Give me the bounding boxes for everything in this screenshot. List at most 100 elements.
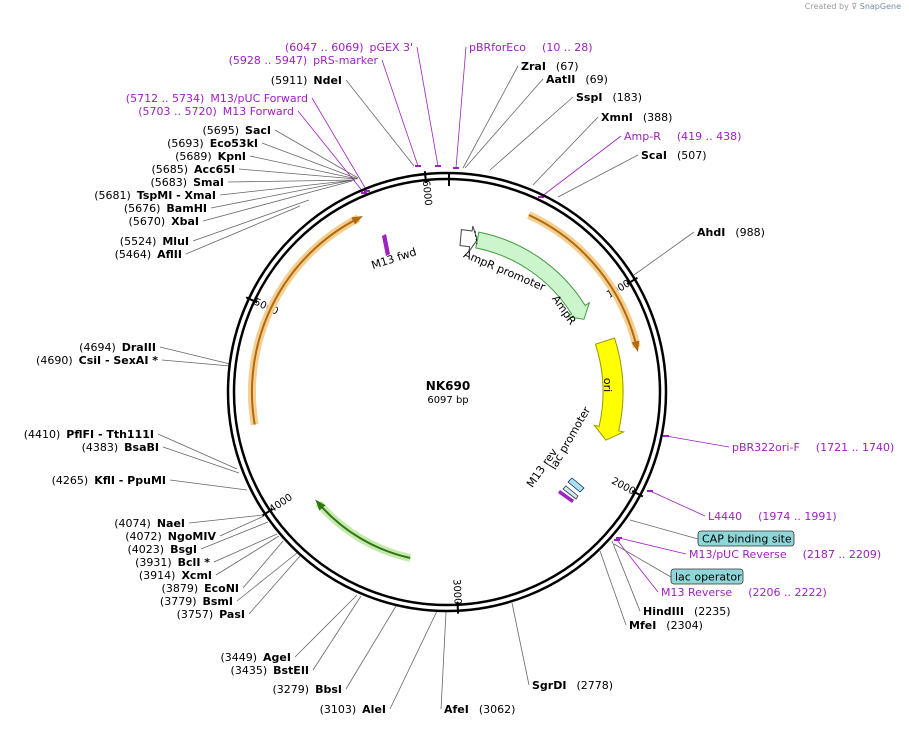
enzyme-leader <box>210 179 354 209</box>
enzyme-name: SacI <box>245 124 271 137</box>
enzyme-name: TspMI - XmaI <box>137 189 216 202</box>
enzyme-position: (388) <box>643 111 673 124</box>
enzyme-site: NdeI(5911) <box>271 74 342 87</box>
enzyme-site: SgrDI(2778) <box>532 679 613 692</box>
primer-name: M13 Reverse <box>661 586 732 599</box>
primer-range: (2206 .. 2222) <box>748 586 827 599</box>
primer-range: (419 .. 438) <box>677 130 742 143</box>
orf-left-halo <box>247 214 361 426</box>
enzyme-site: KpnI(5689) <box>175 150 246 163</box>
primer-name: pBRforEco <box>469 41 526 54</box>
enzyme-leader <box>242 540 284 589</box>
plasmid-name: NK690 <box>426 379 470 393</box>
enzyme-site: BclI *(3931) <box>135 556 210 569</box>
enzyme-name: BstEII <box>273 664 309 677</box>
primer-name: pBR322ori-F <box>732 441 800 454</box>
primer-site: M13/pUC Forward(5712 .. 5734) <box>126 92 308 105</box>
enzyme-leader <box>159 346 231 365</box>
m13-rev-glyph <box>558 490 574 503</box>
primer-name: M13 Forward <box>223 105 294 118</box>
tick-mark <box>631 490 644 498</box>
primer-name: M13/pUC Forward <box>210 92 308 105</box>
enzyme-leader <box>532 116 599 186</box>
lac-operator-glyph <box>567 477 585 493</box>
enzyme-name: DraIII <box>122 341 156 354</box>
enzyme-leader <box>249 155 358 180</box>
enzyme-site: BamHI(5676) <box>124 202 207 215</box>
enzyme-name: BsaBI <box>124 441 159 454</box>
enzyme-site: Eco53kI(5693) <box>167 137 258 150</box>
enzyme-name: HindIII <box>643 605 684 618</box>
enzyme-site: BbsI(3279) <box>273 683 342 696</box>
enzyme-site: SacI(5695) <box>202 124 271 137</box>
orf-bottom-arrowhead <box>315 499 326 511</box>
enzyme-site: HindIII(2235) <box>643 605 731 618</box>
enzyme-site: AflII(5464) <box>115 248 182 261</box>
enzyme-leader <box>227 179 356 183</box>
enzyme-site: PflFI - Tth111I(4410) <box>24 428 154 441</box>
tick-label: 4000 <box>267 492 294 515</box>
enzyme-position: (3779) <box>160 595 197 608</box>
primer-leader <box>416 46 439 167</box>
enzyme-position: (5670) <box>129 215 166 228</box>
enzyme-position: (4072) <box>125 530 162 543</box>
enzyme-leader <box>599 550 627 626</box>
primer-site: M13 Reverse (2206 .. 2222) <box>661 586 827 599</box>
label-box <box>670 568 744 585</box>
enzyme-name: Acc65I <box>194 163 235 176</box>
label-box <box>697 530 795 547</box>
enzyme-leader <box>202 180 353 222</box>
enzyme-position: (988) <box>735 226 765 239</box>
enzyme-position: (4074) <box>114 517 151 530</box>
enzyme-leader <box>274 129 359 179</box>
enzyme-leader <box>169 479 248 491</box>
primer-name: pRS-marker <box>313 54 378 67</box>
enzyme-name: BbsI <box>315 683 342 696</box>
enzyme-position: (5681) <box>94 189 131 202</box>
enzyme-site: AgeI(3449) <box>220 651 291 664</box>
cap-site-glyph <box>562 485 579 500</box>
boxed-leader <box>629 519 699 540</box>
enzyme-position: (5464) <box>115 248 152 261</box>
enzyme-site: BsgI(4023) <box>128 543 197 556</box>
enzyme-position: (4410) <box>24 428 61 441</box>
enzyme-site: Acc65I(5685) <box>151 163 235 176</box>
enzyme-position: (183) <box>612 91 642 104</box>
enzyme-name: BsmI <box>203 595 234 608</box>
tick-mark <box>456 601 460 614</box>
ampr-feature <box>475 231 591 320</box>
enzyme-name: SgrDI <box>532 679 566 692</box>
credit-prefix: Created by <box>804 2 849 11</box>
enzyme-leader <box>464 78 544 169</box>
enzyme-site: XmnI(388) <box>601 111 672 124</box>
enzyme-leader <box>489 96 574 171</box>
orf-left <box>250 217 359 425</box>
enzyme-name: ScaI <box>641 149 667 162</box>
enzyme-leader <box>219 179 356 196</box>
enzyme-leader <box>157 433 238 470</box>
enzyme-name: NgoMIV <box>168 530 217 543</box>
enzyme-position: (5689) <box>175 150 212 163</box>
boxed-label-text: CAP binding site <box>702 533 792 546</box>
m13-fwd-label: M13 fwd <box>370 245 418 272</box>
enzyme-leader <box>557 154 639 198</box>
enzyme-position: (5524) <box>120 235 157 248</box>
tick-label: 6000 <box>420 180 433 206</box>
enzyme-name: NdeI <box>313 74 342 87</box>
boxed-leader <box>613 543 672 578</box>
tick-mark <box>626 276 638 285</box>
enzyme-position: (3062) <box>479 703 516 716</box>
primer-name: pGEX 3' <box>369 41 413 54</box>
enzyme-site: DraIII(4694) <box>79 341 156 354</box>
enzyme-leader <box>215 535 280 576</box>
enzyme-site: KflI - PpuMI(4265) <box>52 474 166 487</box>
enzyme-position: (4023) <box>128 543 165 556</box>
primer-site: L4440(1974 .. 1991) <box>708 510 837 523</box>
site-labels: ZraI(67)AatII(69)SspI(183)XmnI(388)ScaI(… <box>24 41 895 716</box>
primer-leader <box>649 490 706 517</box>
primer-leader <box>455 46 467 169</box>
boxed-feature-label: CAP binding site <box>697 530 795 547</box>
primer-range: (2187 .. 2209) <box>803 548 882 561</box>
enzyme-leader <box>188 514 264 524</box>
primer-range: (10 .. 28) <box>542 41 593 54</box>
